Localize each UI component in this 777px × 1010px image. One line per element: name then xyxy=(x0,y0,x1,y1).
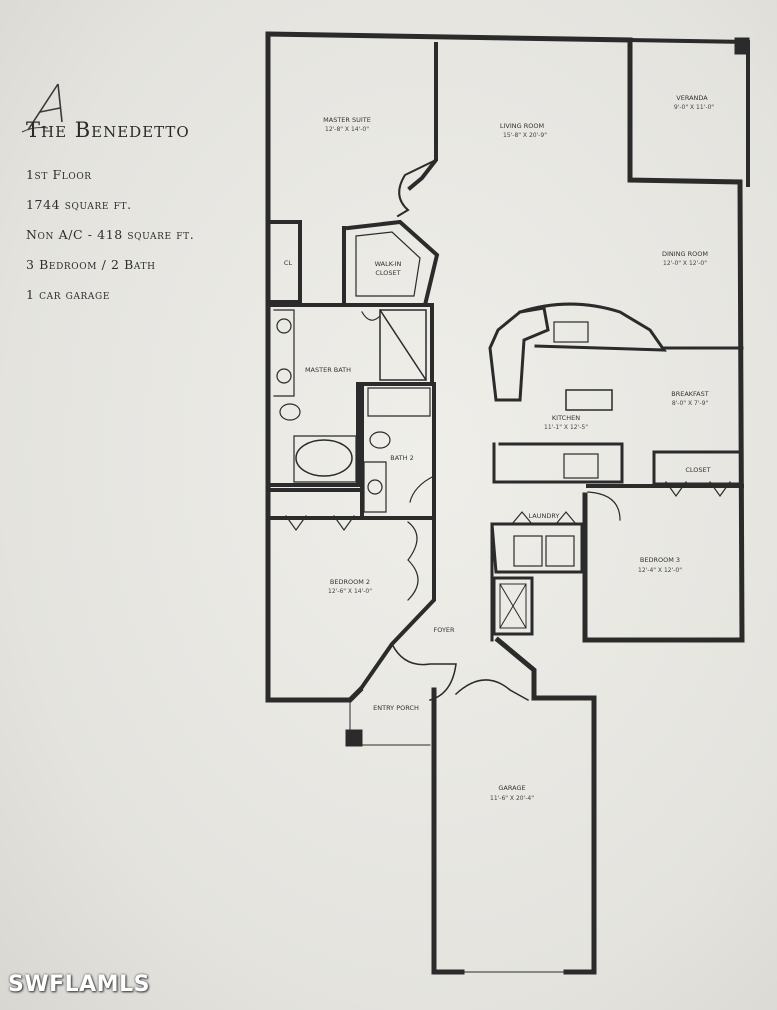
sink-1 xyxy=(276,318,292,334)
bedroom2-closet-doors xyxy=(285,515,355,532)
spec-bed-bath: 3 Bedroom / 2 Bath xyxy=(26,257,156,272)
shower xyxy=(378,308,428,382)
tub-master-frame xyxy=(293,435,357,483)
dim-bedroom-3: 12'-4" X 12'-0" xyxy=(638,567,682,574)
bedroom3-door xyxy=(587,491,621,521)
label-foyer: FOYER xyxy=(433,626,455,634)
exterior-wall xyxy=(265,31,364,703)
entry-door xyxy=(390,642,457,701)
laundry-doors xyxy=(511,511,577,525)
bath2-sink xyxy=(367,479,383,495)
kitchen-sink xyxy=(553,321,589,343)
kitchen-counter-left xyxy=(488,306,550,402)
label-garage: GARAGE xyxy=(498,784,525,792)
mech-unit xyxy=(499,583,527,629)
walk-in-closet-wall xyxy=(342,219,440,307)
label-bedroom-2: BEDROOM 2 xyxy=(330,578,370,586)
spec-garage: 1 car garage xyxy=(26,287,110,302)
window-top xyxy=(299,35,601,39)
mls-watermark: SWFLAMLS xyxy=(8,972,150,997)
veranda-column xyxy=(734,37,750,55)
walk-in-inner xyxy=(355,231,421,297)
dim-dining-room: 12'-0" X 12'-0" xyxy=(663,260,707,267)
bath2-door xyxy=(409,475,435,503)
label-closet: CLOSET xyxy=(685,466,710,474)
bedroom2-door xyxy=(407,521,419,601)
bath2-vanity xyxy=(363,461,387,513)
dim-bedroom-2: 12'-6" X 14'-0" xyxy=(328,588,372,595)
label-closet-small: CL xyxy=(284,259,293,267)
washer xyxy=(513,535,543,567)
label-bath-2: BATH 2 xyxy=(390,454,413,462)
plan-specs: 1st Floor 1744 square ft. Non A/C - 418 … xyxy=(26,166,194,316)
spec-floor: 1st Floor xyxy=(26,167,92,182)
bedroom2-wall-right xyxy=(357,520,436,693)
label-breakfast: BREAKFAST xyxy=(671,390,709,398)
master-door xyxy=(396,158,438,218)
tub-master xyxy=(295,439,353,477)
benedetto-logo-mark xyxy=(21,83,63,133)
vanity xyxy=(273,309,295,397)
dim-master-suite: 12'-8" X 14'-0" xyxy=(325,126,369,133)
veranda-wall xyxy=(627,37,750,187)
mech-room xyxy=(492,576,534,636)
toilet-master xyxy=(279,403,301,421)
label-master-bath: MASTER BATH xyxy=(305,366,351,374)
master-bath-wall xyxy=(270,303,434,487)
label-bedroom-3: BEDROOM 3 xyxy=(640,556,680,564)
range xyxy=(563,453,599,479)
porch-column xyxy=(345,729,363,747)
label-living-room: LIVING ROOM xyxy=(500,122,544,130)
dim-veranda: 9'-0" X 11'-0" xyxy=(674,104,714,111)
spec-non-ac: Non A/C - 418 square ft. xyxy=(26,227,195,242)
master-suite-wall xyxy=(407,42,438,191)
dryer xyxy=(545,535,575,567)
bedroom2-wall-top xyxy=(270,488,436,520)
sink-2 xyxy=(276,368,292,384)
label-kitchen: KITCHEN xyxy=(552,414,580,422)
dim-living-room: 15'-8" X 20'-9" xyxy=(503,132,547,139)
label-walk-in: WALK-IN xyxy=(375,260,402,268)
laundry-wall xyxy=(490,522,584,574)
bath2-toilet xyxy=(369,431,391,449)
label-laundry: LAUNDRY xyxy=(529,512,560,520)
bath2-wall xyxy=(360,382,436,520)
label-dining-room: DINING ROOM xyxy=(662,250,708,258)
label-walk-in-closet: CLOSET xyxy=(375,269,400,277)
kitchen-counter-top xyxy=(518,302,667,352)
closet-cl xyxy=(270,220,302,304)
bath2-tub xyxy=(367,387,431,417)
label-master-suite: MASTER SUITE xyxy=(323,116,371,124)
spec-square-feet: 1744 square ft. xyxy=(26,197,132,212)
label-entry-porch: ENTRY PORCH xyxy=(373,704,419,712)
label-veranda: VERANDA xyxy=(676,94,708,102)
master-bath-door xyxy=(361,311,381,321)
kitchen-counter-bottom xyxy=(492,442,624,484)
dim-kitchen: 11'-1" X 12'-5" xyxy=(544,424,588,431)
plan-title: The Benedetto xyxy=(26,118,190,142)
garage-entry-door xyxy=(454,679,530,702)
garage-wall xyxy=(431,636,597,975)
dim-breakfast: 8'-0" X 7'-9" xyxy=(672,400,709,407)
dim-garage: 11'-6" X 20'-4" xyxy=(490,795,534,802)
kitchen-island xyxy=(565,389,613,411)
